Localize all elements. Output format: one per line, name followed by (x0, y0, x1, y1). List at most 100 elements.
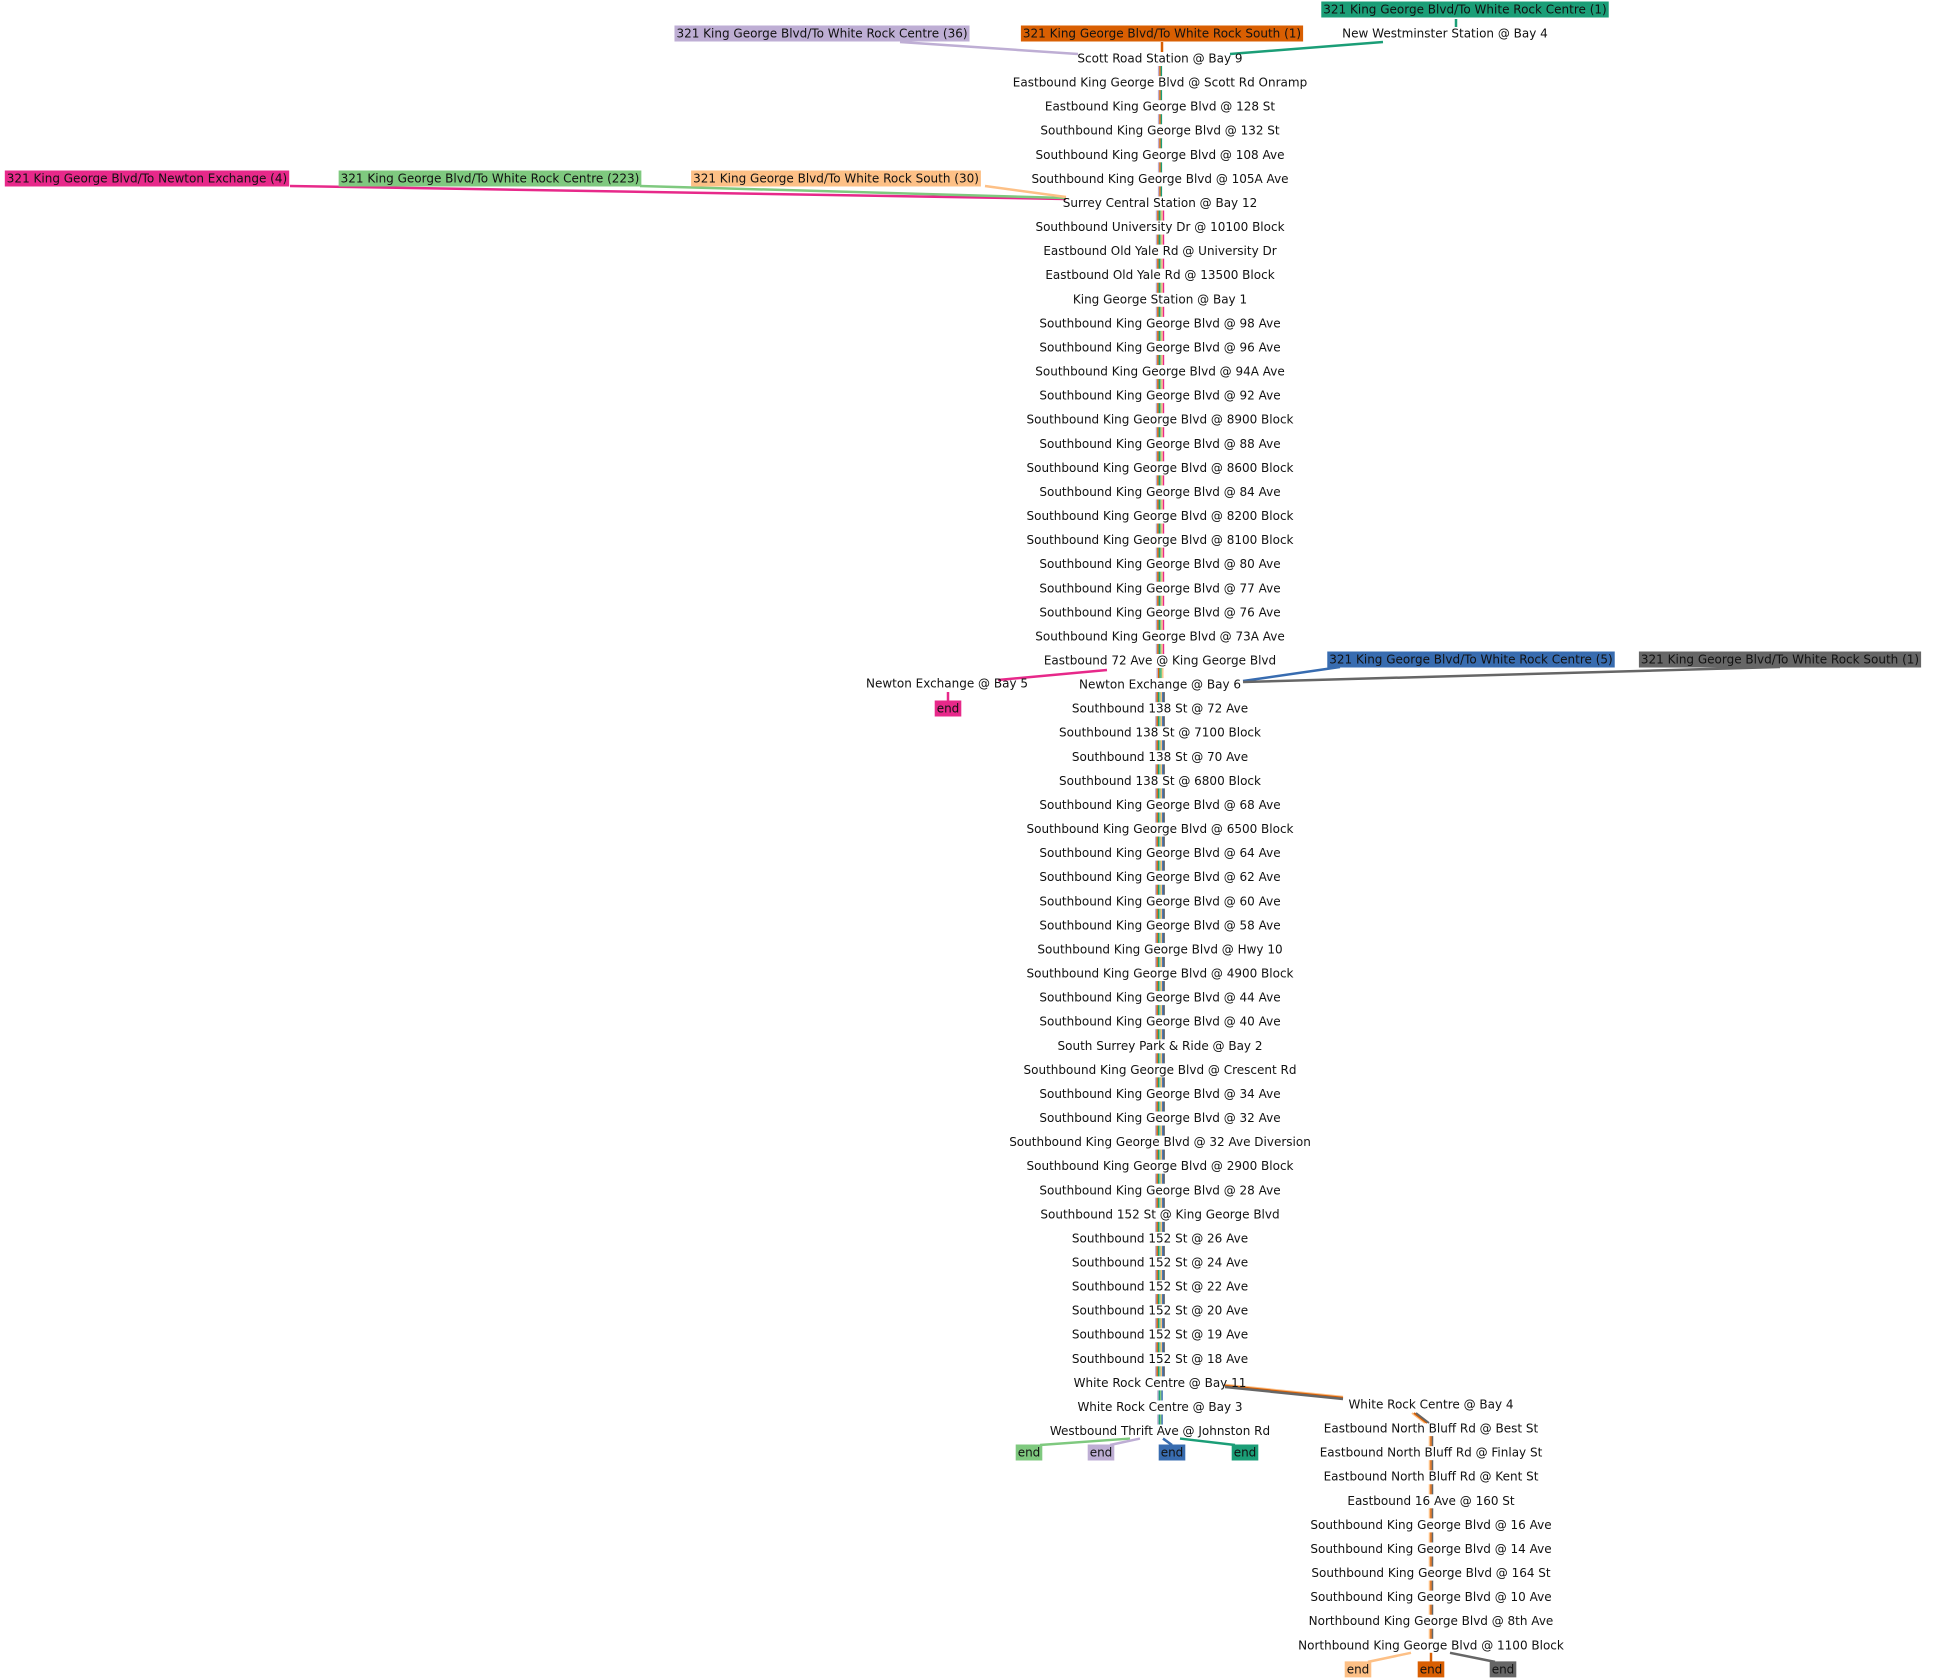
end-marker: end (1090, 1446, 1113, 1460)
stop-label: Southbound 138 St @ 6800 Block (1059, 774, 1261, 788)
route-label-group: 321 King George Blvd/To White Rock Centr… (1327, 651, 1615, 668)
stop-label: Eastbound Old Yale Rd @ University Dr (1043, 244, 1276, 258)
stop-label: Southbound King George Blvd @ 60 Ave (1039, 894, 1280, 908)
stop-label: Southbound King George Blvd @ 77 Ave (1039, 581, 1280, 595)
stop-label-group: Eastbound Old Yale Rd @ 13500 Block (1045, 268, 1274, 282)
stop-label: Southbound King George Blvd @ 32 Ave (1039, 1111, 1280, 1125)
stop-label-group: Southbound King George Blvd @ 64 Ave (1039, 846, 1280, 860)
route-label-bg (674, 25, 970, 42)
stop-label-group: Southbound University Dr @ 10100 Block (1035, 220, 1284, 234)
stop-label-group: Southbound King George Blvd @ 16 Ave (1310, 1518, 1551, 1532)
end-marker-group: end (934, 700, 962, 717)
stop-label: Southbound 152 St @ 24 Ave (1072, 1256, 1248, 1270)
stop-label: Surrey Central Station @ Bay 12 (1063, 196, 1257, 210)
stop-label: Southbound King George Blvd @ 108 Ave (1036, 148, 1285, 162)
route-edge (639, 184, 1067, 200)
stop-label-group: Westbound Thrift Ave @ Johnston Rd (1050, 1424, 1270, 1438)
stop-label: Southbound 152 St @ 19 Ave (1072, 1328, 1248, 1342)
route-edge (899, 40, 1079, 56)
route-edge (289, 184, 1067, 201)
end-marker-bg (1489, 1661, 1517, 1678)
route-label-group: 321 King George Blvd/To White Rock Centr… (338, 170, 642, 187)
stop-label-group: New Westminster Station @ Bay 4 (1342, 27, 1548, 41)
route-label: 321 King George Blvd/To White Rock Centr… (676, 27, 967, 41)
stop-label-group: Eastbound 16 Ave @ 160 St (1347, 1494, 1515, 1508)
route-edge (1449, 1651, 1496, 1664)
stop-label: Southbound King George Blvd @ 96 Ave (1039, 340, 1280, 354)
stop-label-group: Southbound King George Blvd @ Hwy 10 (1037, 942, 1282, 956)
end-marker: end (1347, 1662, 1370, 1676)
route-label-group: 321 King George Blvd/To White Rock Centr… (674, 25, 970, 42)
stop-label: Southbound King George Blvd @ 73A Ave (1035, 629, 1284, 643)
route-edge (1413, 1412, 1428, 1424)
stop-label: New Westminster Station @ Bay 4 (1342, 27, 1548, 41)
stop-label-group: King George Station @ Bay 1 (1073, 292, 1247, 306)
stop-label: Southbound King George Blvd @ 8900 Block (1027, 413, 1294, 427)
stop-label-group: Southbound King George Blvd @ 40 Ave (1039, 1015, 1280, 1029)
stop-label: Eastbound 72 Ave @ King George Blvd (1044, 654, 1276, 668)
stop-label: Southbound 152 St @ King George Blvd (1040, 1207, 1279, 1221)
stop-label: Southbound King George Blvd @ 76 Ave (1039, 605, 1280, 619)
stop-label-group: Southbound King George Blvd @ 164 St (1311, 1566, 1551, 1580)
route-label: 321 King George Blvd/To White Rock Centr… (341, 172, 640, 186)
stop-label-group: Southbound King George Blvd @ 76 Ave (1039, 605, 1280, 619)
stop-label: Southbound King George Blvd @ 34 Ave (1039, 1087, 1280, 1101)
route-edge (1242, 665, 1781, 684)
stop-label-group: Southbound King George Blvd @ 8100 Block (1027, 533, 1294, 547)
stop-label: Northbound King George Blvd @ 8th Ave (1309, 1614, 1554, 1628)
stop-label-group: Southbound 152 St @ 18 Ave (1072, 1352, 1248, 1366)
stop-label: Southbound King George Blvd @ Crescent R… (1024, 1063, 1297, 1077)
stop-label: Southbound King George Blvd @ 8600 Block (1027, 461, 1294, 475)
stop-label-group: Scott Road Station @ Bay 9 (1077, 52, 1242, 66)
stop-label-group: Southbound King George Blvd @ 58 Ave (1039, 918, 1280, 932)
end-marker-group: end (1231, 1444, 1259, 1461)
stop-label: Southbound King George Blvd @ 4900 Block (1027, 967, 1294, 981)
stop-label-group: Northbound King George Blvd @ 1100 Block (1298, 1638, 1564, 1652)
stop-label: Scott Road Station @ Bay 9 (1077, 52, 1242, 66)
end-marker: end (1234, 1446, 1257, 1460)
stop-label: Southbound 152 St @ 22 Ave (1072, 1280, 1248, 1294)
stop-label: Eastbound North Bluff Rd @ Kent St (1324, 1470, 1539, 1484)
stop-label-group: Southbound 152 St @ King George Blvd (1040, 1207, 1279, 1221)
stop-label-group: Southbound King George Blvd @ 96 Ave (1039, 340, 1280, 354)
stop-label: Eastbound Old Yale Rd @ 13500 Block (1045, 268, 1274, 282)
stop-label: Southbound King George Blvd @ 44 Ave (1039, 991, 1280, 1005)
stop-label-group: Southbound 152 St @ 26 Ave (1072, 1231, 1248, 1245)
stop-label: Southbound King George Blvd @ 2900 Block (1027, 1159, 1294, 1173)
end-marker-group: end (1344, 1661, 1372, 1678)
stop-label-group: Southbound King George Blvd @ 8200 Block (1027, 509, 1294, 523)
stop-label-group: Southbound King George Blvd @ 34 Ave (1039, 1087, 1280, 1101)
stop-label-group: Southbound King George Blvd @ 108 Ave (1036, 148, 1285, 162)
end-marker-bg (1087, 1444, 1115, 1461)
stop-label-group: Eastbound 72 Ave @ King George Blvd (1044, 654, 1276, 668)
stop-label: White Rock Centre @ Bay 3 (1077, 1400, 1242, 1414)
route-edge (1242, 665, 1341, 683)
stop-label-group: Southbound King George Blvd @ 73A Ave (1035, 629, 1284, 643)
stop-label-group: Southbound King George Blvd @ 60 Ave (1039, 894, 1280, 908)
end-marker: end (937, 702, 960, 716)
stop-label: Southbound King George Blvd @ 8100 Block (1027, 533, 1294, 547)
route-label-group: 321 King George Blvd/To White Rock South… (1020, 25, 1304, 42)
stop-label: Newton Exchange @ Bay 6 (1079, 678, 1241, 692)
end-marker: end (1161, 1446, 1184, 1460)
stop-label-group: Southbound King George Blvd @ 62 Ave (1039, 870, 1280, 884)
stop-label: Southbound King George Blvd @ 80 Ave (1039, 557, 1280, 571)
stop-label: Northbound King George Blvd @ 1100 Block (1298, 1638, 1564, 1652)
stop-label-group: Southbound King George Blvd @ 8600 Block (1027, 461, 1294, 475)
route-label: 321 King George Blvd/To White Rock South… (1641, 653, 1919, 667)
end-marker-group: end (1015, 1444, 1043, 1461)
stop-label: Southbound King George Blvd @ 94A Ave (1035, 365, 1284, 379)
route-label: 321 King George Blvd/To White Rock South… (693, 172, 979, 186)
route-label-bg (338, 170, 642, 187)
route-label-group: 321 King George Blvd/To White Rock South… (1638, 651, 1922, 668)
end-marker-bg (1344, 1661, 1372, 1678)
stop-label-group: Southbound King George Blvd @ 84 Ave (1039, 485, 1280, 499)
stop-label-group: Southbound King George Blvd @ Crescent R… (1024, 1063, 1297, 1077)
stop-label-group: Eastbound North Bluff Rd @ Finlay St (1320, 1446, 1543, 1460)
stop-label-group: Southbound 152 St @ 24 Ave (1072, 1256, 1248, 1270)
route-label-bg (691, 170, 981, 187)
stop-label-group: Eastbound King George Blvd @ Scott Rd On… (1013, 76, 1307, 90)
stop-label-group: Surrey Central Station @ Bay 12 (1063, 196, 1257, 210)
